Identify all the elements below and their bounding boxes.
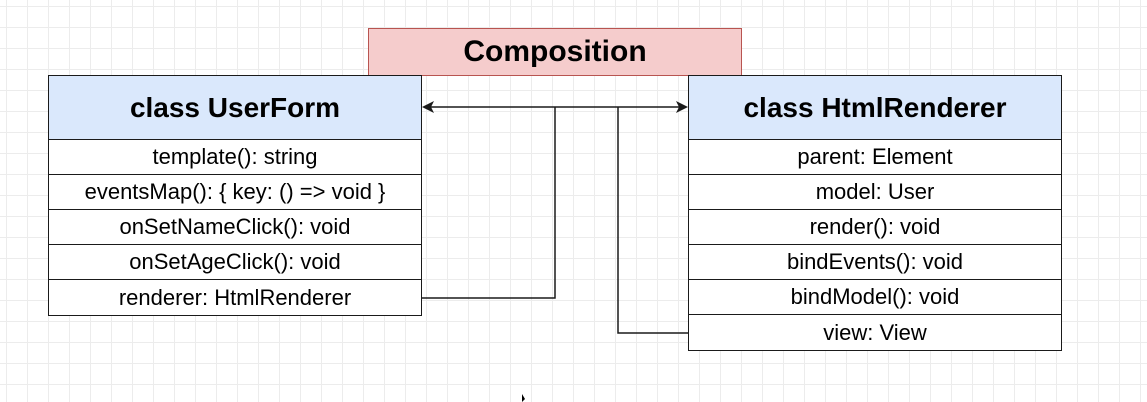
htmlrenderer-member-render: render(): void [689,210,1061,245]
htmlrenderer-member-bindmodel: bindModel(): void [689,280,1061,315]
composition-title: Composition [368,28,742,76]
userform-class-box[interactable]: class UserForm template(): string events… [48,75,422,316]
mouse-cursor-icon [522,394,525,402]
htmlrenderer-member-view: view: View [823,319,927,345]
htmlrenderer-member-model: model: User [689,175,1061,210]
renderer-connector [422,107,556,299]
htmlrenderer-class-box[interactable]: class HtmlRenderer parent: Element model… [688,75,1062,351]
htmlrenderer-class-name: class HtmlRenderer [689,76,1061,140]
htmlrenderer-member-parent: parent: Element [689,140,1061,175]
userform-member-template: template(): string [49,140,421,175]
userform-member-eventsmap: eventsMap(): { key: () => void } [49,175,421,210]
userform-member-renderer: renderer: HtmlRenderer [118,284,352,310]
userform-member-onsetageclick: onSetAgeClick(): void [49,245,421,280]
userform-class-name: class UserForm [49,76,421,140]
userform-member-onsetnameclick: onSetNameClick(): void [49,210,421,245]
view-connector [617,107,688,334]
htmlrenderer-member-bindevents: bindEvents(): void [689,245,1061,280]
